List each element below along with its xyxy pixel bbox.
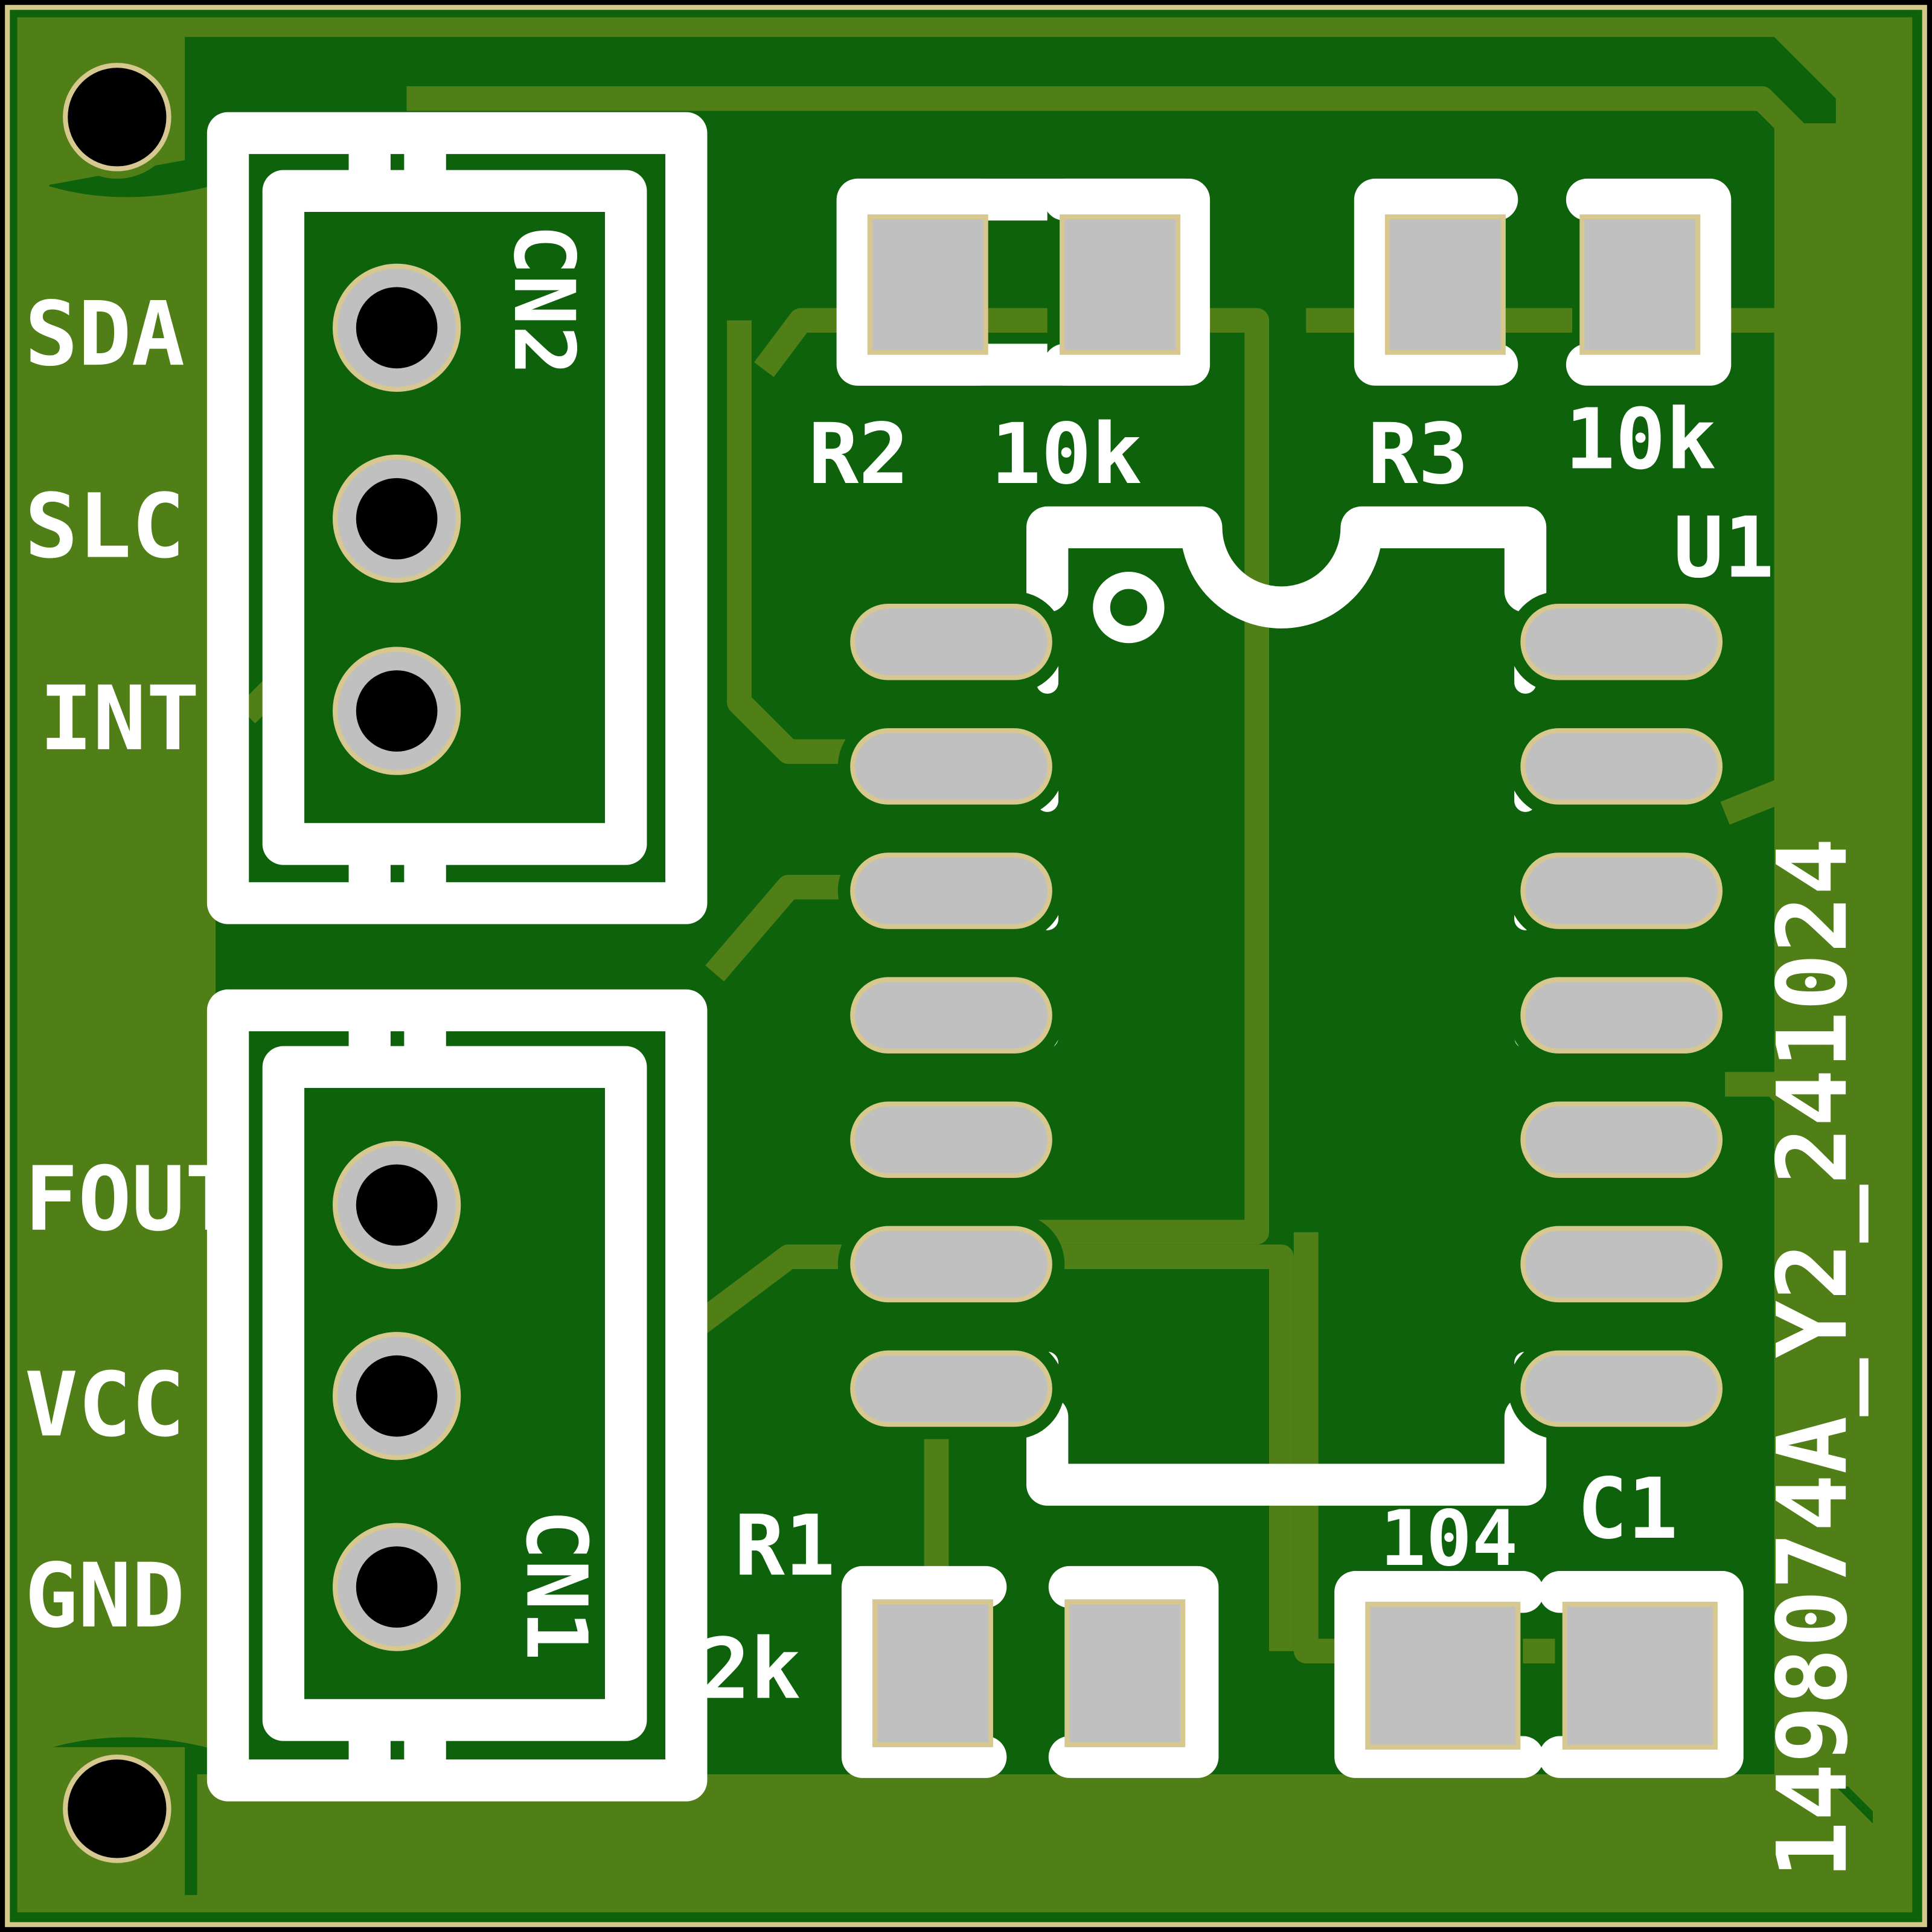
c1-value-label: 104 (1380, 1494, 1518, 1583)
ic-u1-pad-left-2 (850, 728, 1052, 805)
pin-label-int: INT (39, 667, 199, 770)
pin-label-sda: SDA (25, 283, 185, 386)
cn1-ref-label: CN1 (507, 1509, 605, 1661)
capacitor-c1: 104 C1 (1334, 1460, 1744, 1778)
r2-ref-label: R2 (808, 405, 909, 503)
cn1-pin-3 (327, 1518, 466, 1656)
r1-value-label: 2k (700, 1620, 801, 1718)
ic-u1-pad-left-7 (850, 1350, 1052, 1427)
ic-u1-pad-left-5 (850, 1101, 1052, 1179)
pin-label-vcc: VCC (25, 1354, 185, 1457)
ic-u1-pad-right-2 (1520, 728, 1723, 805)
board-id-label: 1498074A_Y2_241024 (1756, 837, 1869, 1879)
r1-ref-label: R1 (734, 1497, 835, 1595)
connector-cn2: CN2 (206, 112, 708, 924)
ic-u1-pad-right-5 (1520, 1101, 1723, 1179)
ic-u1-pads-right (1508, 591, 1735, 1439)
pin-label-slc: SLC (25, 475, 185, 578)
cn2-ref-label: CN2 (495, 224, 593, 376)
c1-ref-label: C1 (1577, 1460, 1678, 1558)
pin-label-gnd: GND (25, 1544, 185, 1648)
mounting-holes (55, 55, 179, 1870)
r2-value-label: 10k (991, 405, 1142, 503)
ic-u1-pad-right-7 (1520, 1350, 1723, 1427)
ic-u1-pad-right-6 (1520, 1226, 1723, 1303)
ic-u1-pad-left-4 (850, 977, 1052, 1054)
u1-ref-label: U1 (1673, 499, 1774, 597)
r3-ref-label: R3 (1367, 405, 1468, 503)
ic-u1-pad-left-3 (850, 852, 1052, 929)
pin-label-fout: FOUT (25, 1148, 238, 1251)
ic-u1-pad-right-1 (1520, 603, 1723, 680)
ic-u1-pad-right-3 (1520, 852, 1723, 929)
pin-labels: SDA SLC INT FOUT VCC GND (25, 283, 238, 1648)
cn2-pin-1 (327, 258, 466, 397)
cn1-pin-2 (327, 1326, 466, 1465)
resistor-r3: R3 10k (1354, 178, 1732, 503)
ic-u1-pad-left-1 (850, 603, 1052, 680)
cn2-pin-3 (327, 642, 466, 780)
ic-u1-pad-right-4 (1520, 977, 1723, 1054)
cn2-pin-2 (327, 449, 466, 588)
resistor-r1: R1 2k (700, 1497, 1219, 1778)
ic-pin1-dot (1093, 571, 1165, 644)
connector-cn1: CN1 (206, 989, 708, 1802)
r3-value-label: 10k (1565, 391, 1716, 488)
ic-u1-pad-left-6 (850, 1226, 1052, 1303)
ic-u1: U1 (837, 499, 1774, 1506)
cn1-pin-1 (327, 1136, 466, 1275)
ic-u1-pads-left (837, 591, 1065, 1439)
resistor-r2: R2 10k (808, 178, 1211, 503)
